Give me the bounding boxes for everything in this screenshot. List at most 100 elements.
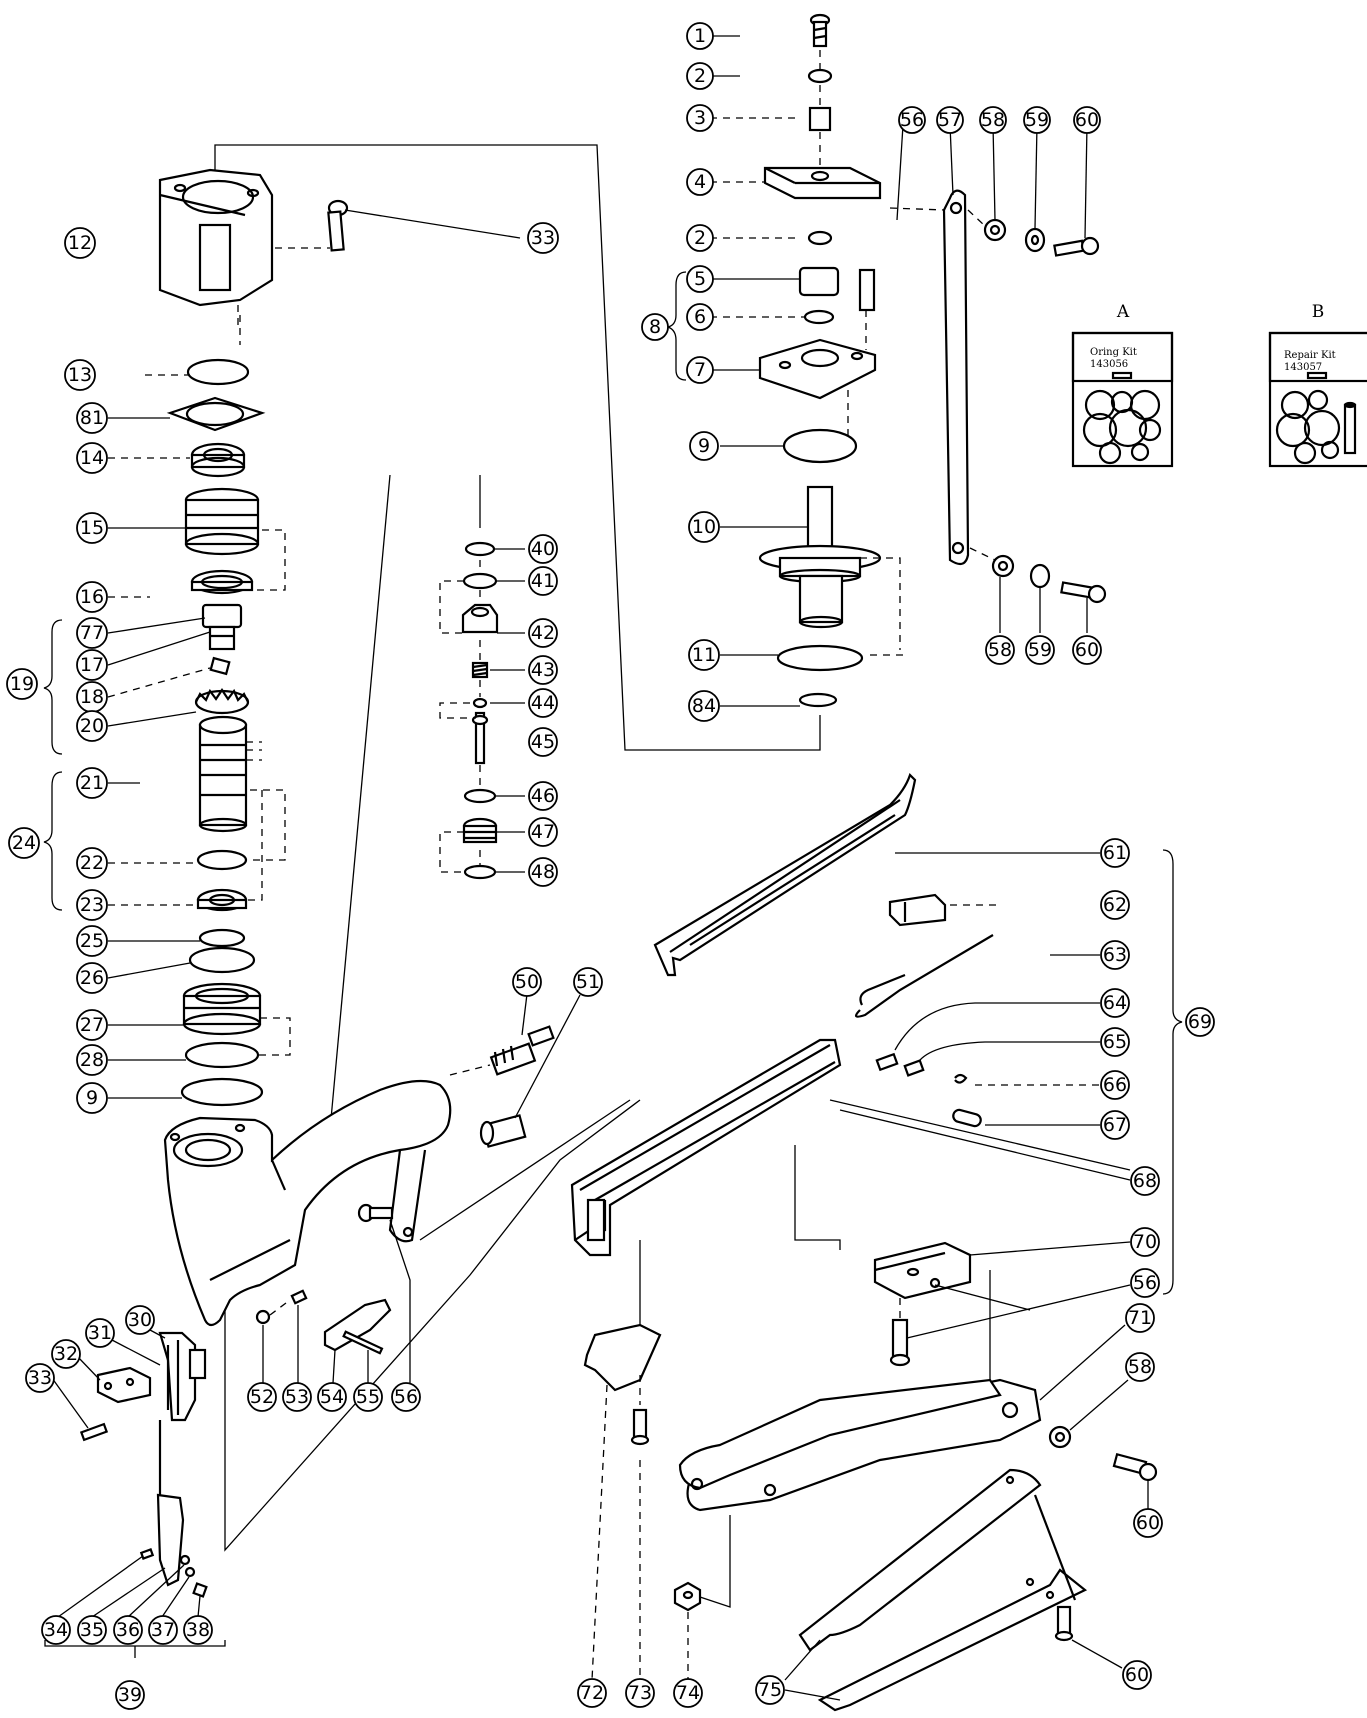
svg-text:28: 28 xyxy=(80,1049,104,1071)
svg-text:24: 24 xyxy=(12,832,36,854)
callout-11: 11 xyxy=(688,639,720,671)
top-valve-stack xyxy=(665,13,905,708)
svg-text:50: 50 xyxy=(515,971,539,993)
callout-56-magazine: 56 xyxy=(1130,1268,1160,1298)
svg-text:27: 27 xyxy=(80,1014,104,1036)
spacer-part xyxy=(1048,1379,1129,1449)
callout-43: 43 xyxy=(528,655,558,685)
svg-text:68: 68 xyxy=(1133,1170,1157,1192)
callout-14: 14 xyxy=(76,442,108,474)
svg-text:67: 67 xyxy=(1103,1114,1127,1136)
kit-a-number: 143056 xyxy=(1090,359,1128,370)
svg-text:59: 59 xyxy=(1028,639,1052,661)
valve-seat-part xyxy=(462,817,498,844)
svg-text:34: 34 xyxy=(44,1619,68,1641)
svg-text:55: 55 xyxy=(356,1386,380,1408)
svg-text:9: 9 xyxy=(86,1087,98,1109)
callout-44: 44 xyxy=(528,688,558,718)
callout-1: 1 xyxy=(686,22,714,50)
valve-part xyxy=(201,603,243,651)
callout-72: 72 xyxy=(577,1678,607,1708)
link-bar-assembly xyxy=(889,124,1107,633)
svg-text:31: 31 xyxy=(88,1322,112,1344)
svg-text:56: 56 xyxy=(394,1386,418,1408)
callout-6: 6 xyxy=(686,303,714,331)
handle-assembly xyxy=(673,1324,1158,1712)
callout-21: 21 xyxy=(76,767,108,799)
callout-55: 55 xyxy=(353,1382,383,1412)
callout-47: 47 xyxy=(528,817,558,847)
svg-text:41: 41 xyxy=(531,570,555,592)
callout-58-handle: 58 xyxy=(1125,1352,1155,1382)
callout-58-mid: 58 xyxy=(985,635,1015,665)
callout-73: 73 xyxy=(625,1678,655,1708)
svg-text:60: 60 xyxy=(1075,109,1099,131)
svg-text:4: 4 xyxy=(694,171,706,193)
callout-4: 4 xyxy=(686,168,714,196)
callout-32: 32 xyxy=(51,1339,81,1369)
oring-part xyxy=(188,946,256,974)
callout-60-handle: 60 xyxy=(1133,1508,1163,1538)
svg-text:18: 18 xyxy=(80,686,104,708)
callout-68: 68 xyxy=(1130,1166,1160,1196)
trigger-valve-stack xyxy=(439,541,525,880)
callout-26: 26 xyxy=(76,962,108,994)
svg-text:58: 58 xyxy=(1128,1356,1152,1378)
svg-text:2: 2 xyxy=(694,227,706,249)
callout-9-left: 9 xyxy=(76,1082,108,1114)
callout-52: 52 xyxy=(247,1382,277,1412)
bushing-part xyxy=(182,982,262,1036)
svg-text:14: 14 xyxy=(80,447,104,469)
bushing-part xyxy=(798,266,840,297)
assembly-lines xyxy=(214,144,1131,1552)
svg-text:35: 35 xyxy=(80,1619,104,1641)
svg-text:36: 36 xyxy=(116,1619,140,1641)
svg-text:56: 56 xyxy=(1133,1272,1157,1294)
svg-text:62: 62 xyxy=(1103,894,1127,916)
callout-70: 70 xyxy=(1130,1227,1160,1257)
block-part xyxy=(763,166,882,200)
svg-text:45: 45 xyxy=(531,731,555,753)
svg-text:39: 39 xyxy=(118,1684,142,1706)
washer-part xyxy=(198,928,246,948)
svg-text:8: 8 xyxy=(649,316,661,338)
svg-text:21: 21 xyxy=(80,772,104,794)
svg-text:60: 60 xyxy=(1125,1664,1149,1686)
oring-part xyxy=(782,428,858,464)
callout-60-top: 60 xyxy=(1073,106,1101,134)
seal-ring-part xyxy=(190,442,246,478)
callout-50: 50 xyxy=(512,967,542,997)
oring-part xyxy=(180,1077,264,1107)
callout-33-left: 33 xyxy=(25,1363,55,1393)
oring-part xyxy=(196,849,248,871)
nose-assembly xyxy=(44,1329,226,1658)
callout-31: 31 xyxy=(85,1318,115,1348)
callout-23: 23 xyxy=(76,889,108,921)
svg-text:61: 61 xyxy=(1103,842,1127,864)
svg-text:20: 20 xyxy=(80,715,104,737)
bracket-72-part xyxy=(583,1323,662,1681)
svg-text:32: 32 xyxy=(54,1343,78,1365)
callout-5: 5 xyxy=(686,265,714,293)
washer-part xyxy=(807,68,833,84)
oring-part xyxy=(776,644,864,672)
callout-59-mid: 59 xyxy=(1025,635,1055,665)
callout-7: 7 xyxy=(686,356,714,384)
callout-57: 57 xyxy=(936,106,964,134)
callout-74: 74 xyxy=(673,1678,703,1708)
callout-53: 53 xyxy=(282,1382,312,1412)
callout-61: 61 xyxy=(1100,838,1130,868)
svg-text:17: 17 xyxy=(80,654,104,676)
svg-text:40: 40 xyxy=(531,538,555,560)
callout-39: 39 xyxy=(115,1680,145,1710)
svg-text:71: 71 xyxy=(1128,1307,1152,1329)
clip-part xyxy=(888,893,1000,927)
callout-59-top: 59 xyxy=(1023,106,1051,134)
svg-text:23: 23 xyxy=(80,894,104,916)
cap-screw-part xyxy=(858,268,876,312)
svg-text:9: 9 xyxy=(698,435,710,457)
svg-text:70: 70 xyxy=(1133,1231,1157,1253)
callout-27: 27 xyxy=(76,1009,108,1041)
gasket-part xyxy=(166,396,266,432)
kit-b-number: 143057 xyxy=(1284,362,1322,373)
